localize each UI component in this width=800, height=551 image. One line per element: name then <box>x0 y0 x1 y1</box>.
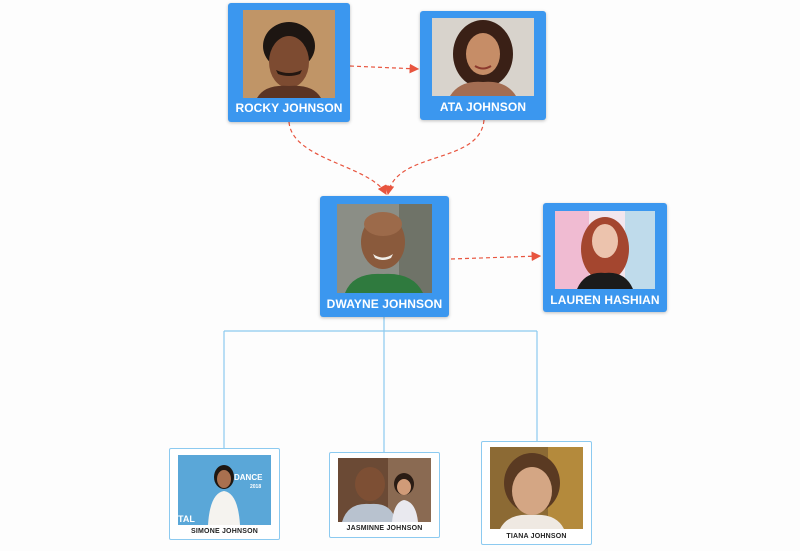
child-card-jasminne-johnson[interactable]: JASMINNE JOHNSON <box>329 452 440 538</box>
jasminne-johnson-photo <box>338 458 431 522</box>
simone-photo-banner-text: DANCE <box>234 473 263 482</box>
person-card-rocky-johnson[interactable]: ROCKY JOHNSON <box>228 3 350 122</box>
person-name: DWAYNE JOHNSON <box>326 297 443 311</box>
child-card-tiana-johnson[interactable]: TIANA JOHNSON <box>481 441 592 545</box>
simone-johnson-photo: DANCE 2018 TAL <box>178 455 271 525</box>
simone-photo-banner-corner: TAL <box>178 514 195 524</box>
parent-link-father <box>288 121 387 196</box>
simone-photo-banner-year: 2018 <box>250 484 261 490</box>
ata-johnson-photo <box>432 18 534 96</box>
parent-link-mother <box>384 119 485 196</box>
person-card-dwayne-johnson[interactable]: DWAYNE JOHNSON <box>320 196 449 317</box>
person-name: ATA JOHNSON <box>439 100 527 114</box>
children-tree-lines <box>223 316 538 452</box>
child-name: TIANA JOHNSON <box>506 533 567 540</box>
child-name: JASMINNE JOHNSON <box>346 525 423 532</box>
tiana-johnson-photo <box>490 447 583 529</box>
person-name: LAUREN HASHIAN <box>550 293 660 307</box>
person-card-ata-johnson[interactable]: ATA JOHNSON <box>420 11 546 120</box>
spouse-link-main <box>450 251 542 262</box>
child-card-simone-johnson[interactable]: DANCE 2018 TAL SIMONE JOHNSON <box>169 448 280 540</box>
rocky-johnson-photo <box>243 10 335 98</box>
person-card-lauren-hashian[interactable]: LAUREN HASHIAN <box>543 203 667 312</box>
spouse-link-parents <box>349 63 420 74</box>
person-name: ROCKY JOHNSON <box>235 101 343 115</box>
lauren-hashian-photo <box>555 211 655 289</box>
dwayne-johnson-photo <box>337 204 432 293</box>
child-name: SIMONE JOHNSON <box>191 528 258 535</box>
